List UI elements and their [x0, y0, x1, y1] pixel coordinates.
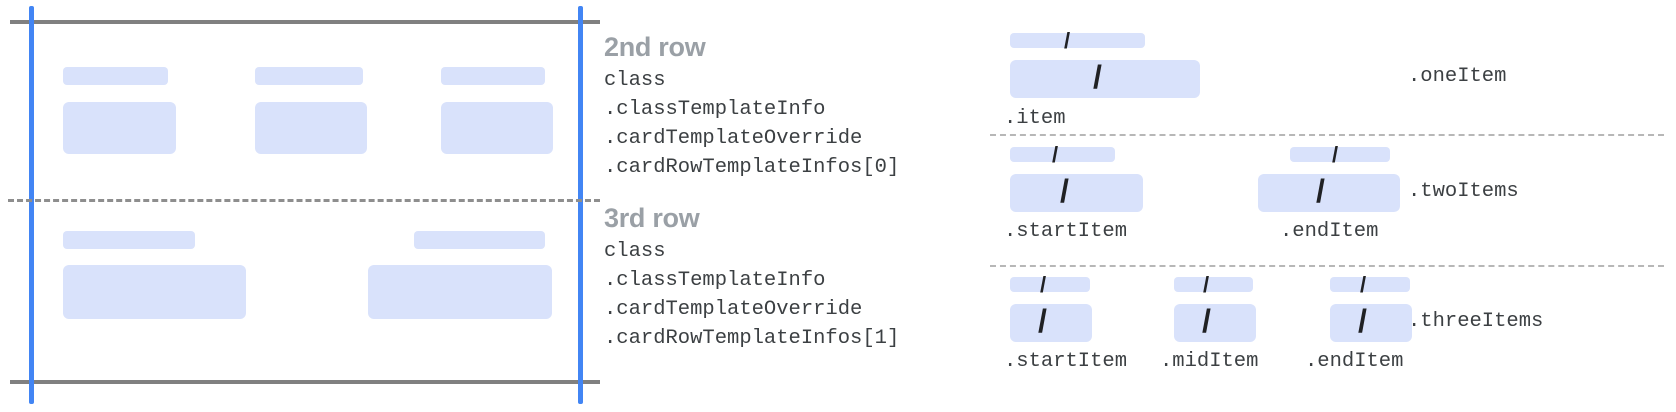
- legend-row-name: .twoItems: [1408, 180, 1519, 203]
- legend-separator-dashed: [990, 265, 1664, 267]
- row3-cell1-body-bar: [63, 265, 246, 319]
- annotation-line: .cardTemplateOverride: [604, 298, 863, 321]
- item-layout-legend: / / .item .oneItem / / .startItem / / .e…: [980, 0, 1676, 412]
- row3-cell1-label-bar: [63, 231, 195, 249]
- annotation-title: 3rd row: [604, 203, 700, 233]
- row2-cell2-label-bar: [255, 67, 363, 85]
- right-guide-line: [578, 6, 583, 404]
- row3-cell2-body-bar: [368, 265, 552, 319]
- three-items-mid-label-bar: [1174, 277, 1253, 292]
- annotation-line: .cardRowTemplateInfos[1]: [604, 327, 900, 350]
- annotation-line: .cardTemplateOverride: [604, 127, 863, 150]
- three-items-mid-caption: .midItem: [1160, 350, 1259, 373]
- row2-cell3-label-bar: [441, 67, 545, 85]
- three-items-start-label-bar: [1010, 277, 1090, 292]
- one-item-body-bar: [1010, 60, 1200, 98]
- row2-cell1-label-bar: [63, 67, 168, 85]
- legend-separator-dashed: [990, 134, 1664, 136]
- row3-cell2-label-bar: [414, 231, 545, 249]
- top-guide-line: [10, 20, 600, 24]
- three-items-mid-body-bar: [1174, 304, 1256, 342]
- annotation-group-3rd-row: 3rd row class .classTemplateInfo .cardTe…: [604, 202, 899, 353]
- two-items-end-body-bar: [1258, 174, 1400, 212]
- one-item-caption: .item: [1004, 107, 1066, 130]
- annotation-line: class: [604, 240, 666, 263]
- annotation-title: 2nd row: [604, 32, 706, 62]
- two-items-start-label-bar: [1010, 147, 1115, 162]
- legend-row-name: .threeItems: [1408, 310, 1544, 333]
- row2-cell3-body-bar: [441, 102, 553, 154]
- card-row-template-preview: [0, 0, 600, 412]
- three-items-end-label-bar: [1330, 277, 1410, 292]
- legend-row-name: .oneItem: [1408, 65, 1507, 88]
- two-items-end-caption: .endItem: [1280, 220, 1379, 243]
- annotation-group-2nd-row: 2nd row class .classTemplateInfo .cardTe…: [604, 31, 899, 182]
- annotation-line: class: [604, 69, 666, 92]
- bottom-guide-line: [10, 380, 600, 384]
- two-items-start-caption: .startItem: [1004, 220, 1128, 243]
- annotation-line: .classTemplateInfo: [604, 98, 826, 121]
- row-separator-dashed: [8, 199, 600, 202]
- annotation-line: .cardRowTemplateInfos[0]: [604, 156, 900, 179]
- row2-cell2-body-bar: [255, 102, 367, 154]
- two-items-end-label-bar: [1290, 147, 1390, 162]
- annotation-column: 2nd row class .classTemplateInfo .cardTe…: [604, 0, 976, 412]
- row2-cell1-body-bar: [63, 102, 176, 154]
- one-item-label-bar: [1010, 33, 1145, 48]
- left-guide-line: [29, 6, 34, 404]
- three-items-end-body-bar: [1330, 304, 1412, 342]
- three-items-start-body-bar: [1010, 304, 1092, 342]
- three-items-end-caption: .endItem: [1305, 350, 1404, 373]
- two-items-start-body-bar: [1010, 174, 1143, 212]
- three-items-start-caption: .startItem: [1004, 350, 1128, 373]
- annotation-line: .classTemplateInfo: [604, 269, 826, 292]
